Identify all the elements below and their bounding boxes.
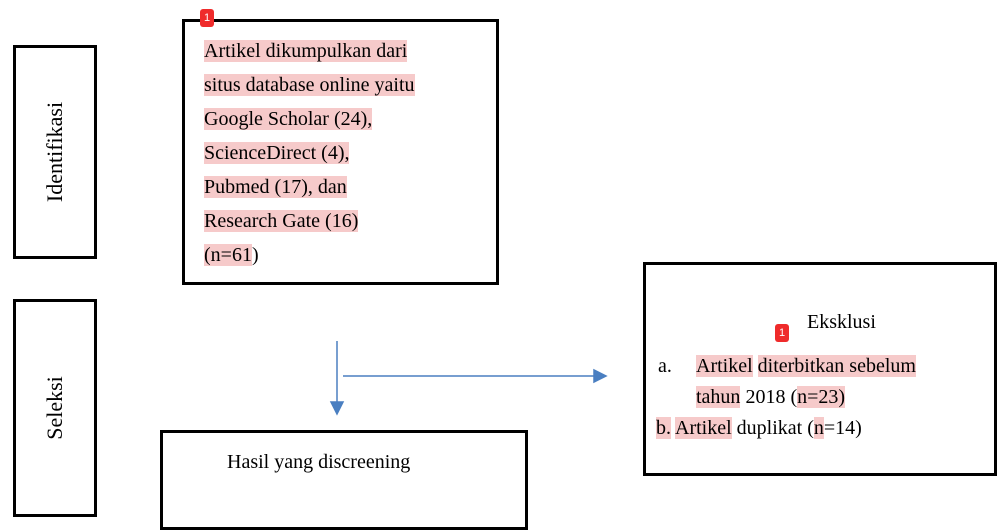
comment-badge[interactable]: 1 <box>775 324 789 342</box>
exclusion-item-b: b.Artikel duplikat (n=14) <box>656 417 862 439</box>
exclusion-box: Eksklusi a. Artikel diterbitkan sebelum … <box>643 262 997 476</box>
identification-line-5: Pubmed (17), dan <box>204 176 347 198</box>
identification-box: Artikel dikumpulkan dari situs database … <box>182 19 499 285</box>
identification-line-6: Research Gate (16) <box>204 210 359 232</box>
comment-badge[interactable]: 1 <box>200 9 214 27</box>
screening-box: Hasil yang discreening <box>160 430 528 530</box>
identification-line-4: ScienceDirect (4), <box>204 142 350 164</box>
exclusion-item-a-line-2: tahun 2018 (n=23) <box>696 386 846 408</box>
identification-line-2: situs database online yaitu <box>204 74 415 96</box>
identification-line-7: (n=61) <box>204 244 259 266</box>
exclusion-item-a-line-1: Artikel diterbitkan sebelum <box>696 355 916 377</box>
exclusion-item-a-marker: a. <box>658 355 672 377</box>
identification-line-3: Google Scholar (24), <box>204 108 373 130</box>
stage-seleksi-box: Seleksi <box>13 299 97 517</box>
exclusion-title: Eksklusi <box>807 311 876 333</box>
stage-identifikasi-box: Identifikasi <box>13 45 97 259</box>
screening-text: Hasil yang discreening <box>227 451 411 473</box>
identification-line-1: Artikel dikumpulkan dari <box>204 40 408 62</box>
right-arrow-head <box>593 368 608 384</box>
down-arrow-head <box>329 401 345 416</box>
